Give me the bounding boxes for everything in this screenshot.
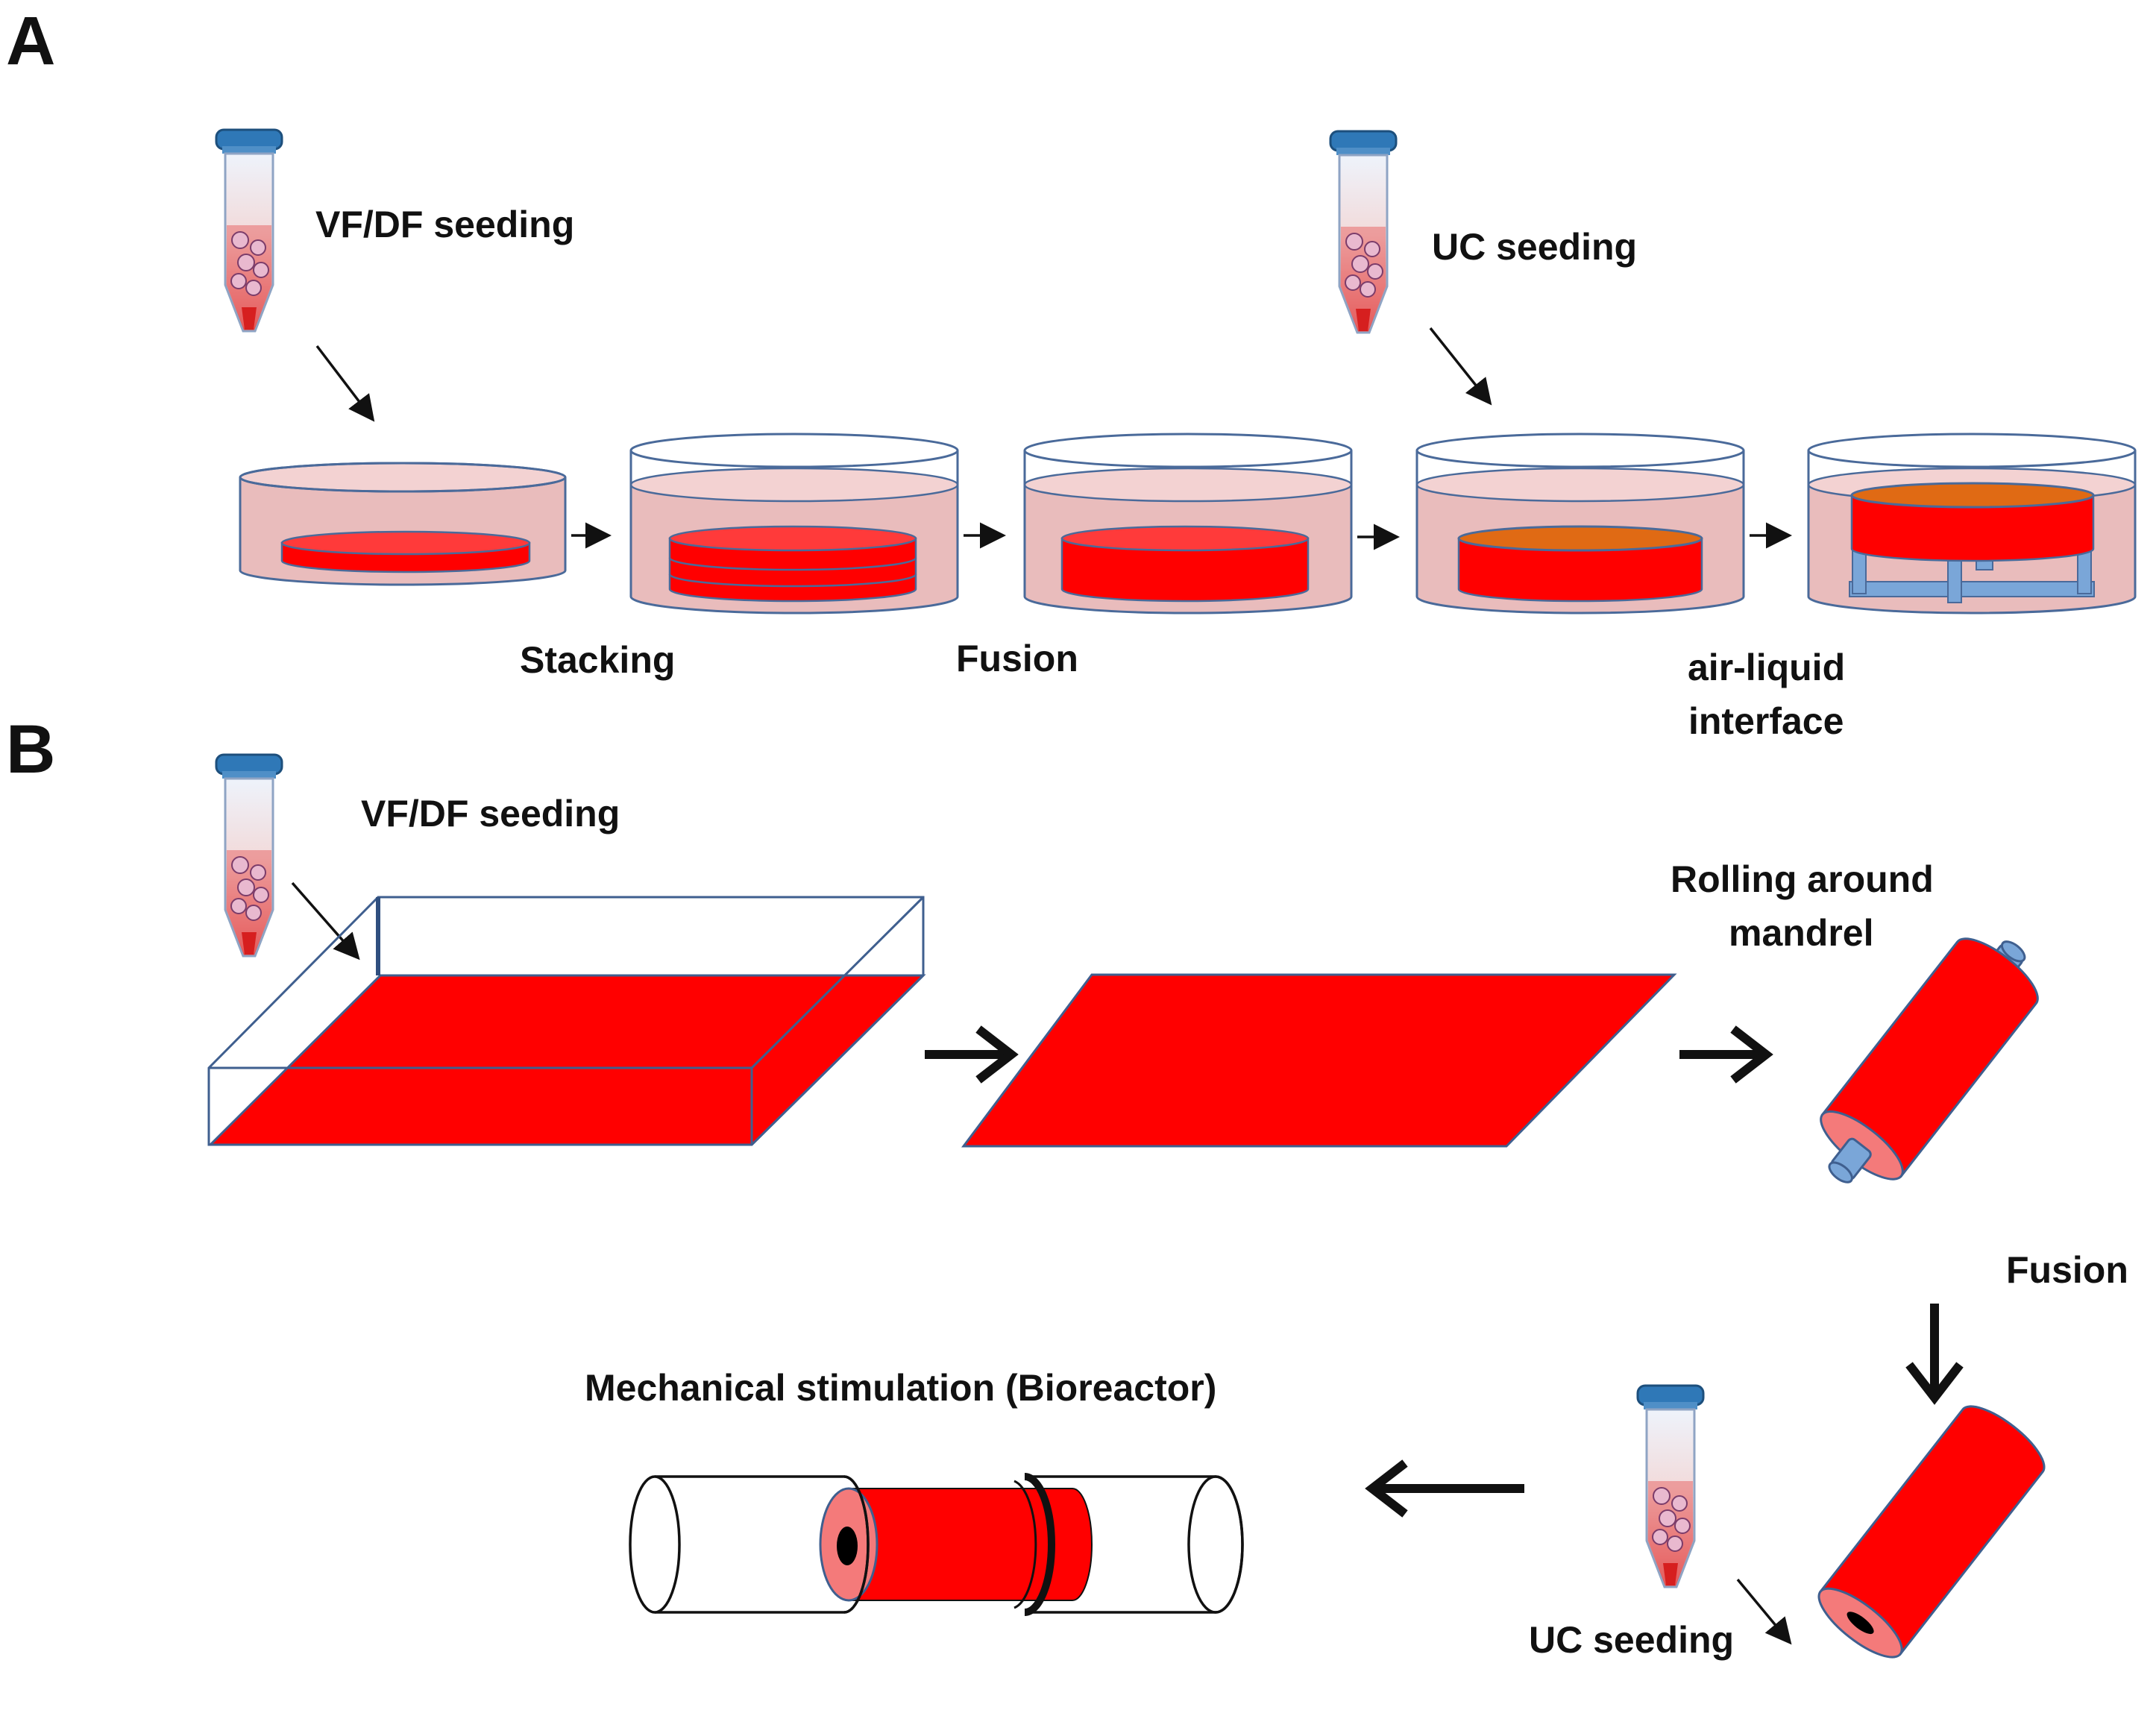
cell-tube-icon (215, 128, 283, 333)
process-arrow (1905, 1304, 1964, 1405)
culture-box-with-sheet (207, 896, 926, 1146)
air-liquid-label: air-liquid (1688, 647, 1845, 688)
mandrel-label: mandrel (1729, 912, 1874, 954)
process-arrow (1679, 1025, 1773, 1084)
seeding-arrow (1429, 327, 1492, 406)
vf-df-seeding-label: VF/DF seeding (361, 793, 620, 834)
panel-b-letter: B (6, 711, 55, 788)
uc-seeding-label: UC seeding (1529, 1619, 1734, 1661)
fusion-label: Fusion (956, 638, 1078, 679)
process-arrow (925, 1025, 1019, 1084)
vf-df-seeding-label: VF/DF seeding (315, 204, 574, 245)
culture-dish-5 (1807, 433, 2137, 614)
seeding-arrow (291, 881, 360, 961)
culture-dish-4 (1415, 433, 1745, 614)
stacking-label: Stacking (520, 639, 675, 681)
culture-dish-1 (239, 462, 567, 586)
panel-a-letter: A (6, 3, 55, 79)
cell-tube-icon (1329, 130, 1398, 334)
culture-dish-2 (629, 433, 959, 614)
fused-hollow-tube (1817, 1405, 2046, 1659)
process-arrow (1365, 1459, 1524, 1518)
bioreactor-label: Mechanical stimulation (Bioreactor) (585, 1367, 1216, 1409)
interface-label: interface (1688, 700, 1844, 742)
fusion-label: Fusion (2006, 1249, 2128, 1291)
seeding-arrow (1736, 1578, 1792, 1645)
seeding-arrow (315, 345, 375, 422)
culture-dish-3 (1023, 433, 1353, 614)
uc-seeding-label: UC seeding (1432, 226, 1637, 268)
air-liquid-support (1849, 550, 2095, 603)
rolled-tube-on-mandrel (1820, 937, 2039, 1184)
bioreactor (629, 1473, 1244, 1616)
tissue-sheet (961, 973, 1677, 1148)
cell-tube-icon (215, 753, 283, 958)
rolling-label: Rolling around (1671, 858, 1934, 900)
cell-tube-icon (1636, 1384, 1705, 1588)
